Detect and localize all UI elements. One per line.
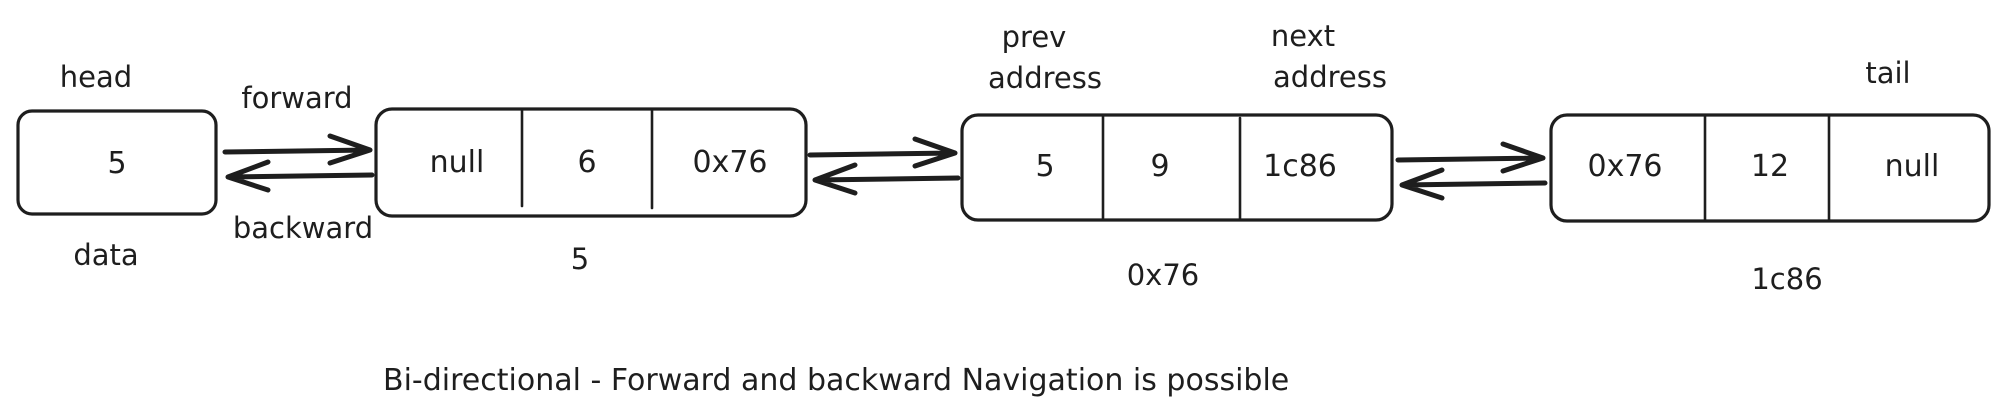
backward-arrow-1: [225, 159, 375, 193]
forward-arrow-1: [222, 133, 373, 166]
node-2-data: 9: [1150, 149, 1169, 184]
node-2-box: [960, 113, 1394, 222]
node-2-prev: 5: [1035, 149, 1054, 184]
node-1-box: [374, 107, 808, 218]
head-data-caption: data: [73, 238, 138, 272]
node-1-prev: null: [430, 145, 485, 180]
node-1-next: 0x76: [692, 145, 767, 180]
node-3-next: null: [1885, 149, 1940, 184]
forward-label: forward: [241, 81, 352, 115]
head-box: [16, 109, 218, 216]
backward-label: backward: [233, 211, 373, 245]
footer-caption: Bi-directional - Forward and backward Na…: [383, 363, 1289, 398]
head-value: 5: [107, 146, 126, 181]
node-3-prev: 0x76: [1587, 149, 1662, 184]
backward-arrow-3: [1399, 167, 1548, 201]
backward-arrow-2: [812, 162, 961, 196]
prev-address-label-line-2: address: [988, 61, 1102, 95]
head-label: head: [60, 60, 132, 94]
node-1: null 6 0x76: [374, 107, 808, 218]
node-2: 5 9 1c86: [960, 113, 1394, 222]
head-node: 5: [16, 109, 218, 216]
node-3: 0x76 12 null: [1549, 113, 1991, 223]
node-1-address: 5: [571, 242, 589, 276]
forward-arrow-2: [807, 136, 958, 169]
node-3-address: 1c86: [1751, 262, 1822, 296]
node-3-box: [1549, 113, 1991, 223]
node-2-next: 1c86: [1263, 149, 1337, 184]
node-2-address: 0x76: [1127, 258, 1200, 292]
tail-label: tail: [1865, 56, 1910, 90]
next-address-label-line-2: address: [1273, 60, 1387, 94]
node-1-data: 6: [577, 145, 596, 180]
prev-address-label-line-1: prev: [1002, 20, 1067, 54]
next-address-label-line-1: next: [1271, 19, 1335, 53]
forward-arrow-3: [1395, 141, 1546, 174]
node-3-data: 12: [1751, 149, 1789, 184]
